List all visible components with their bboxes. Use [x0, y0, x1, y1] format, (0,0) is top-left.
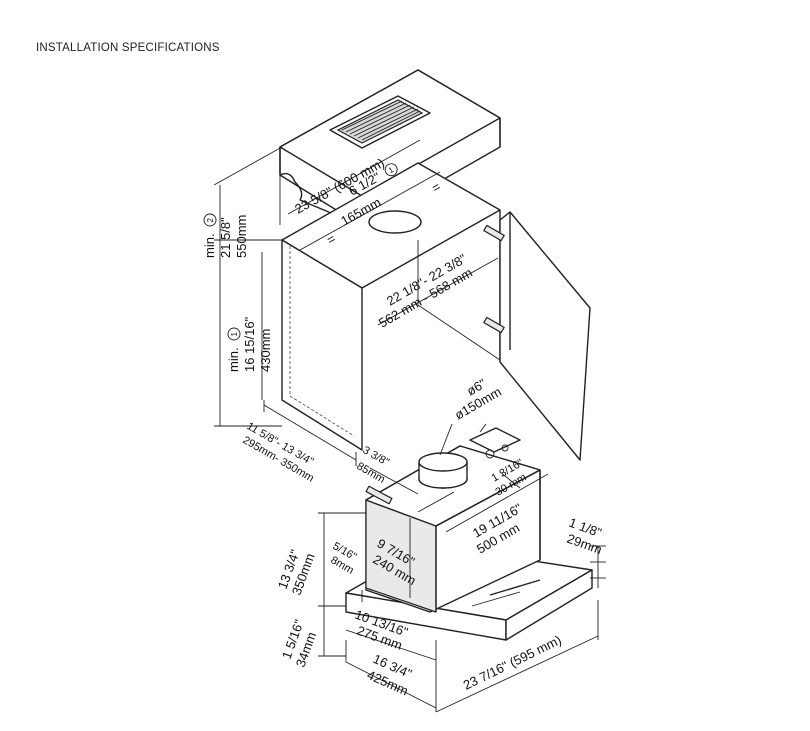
bottom-clearance-in: 16 15/16"	[242, 316, 257, 372]
duct-collar	[418, 452, 468, 489]
cabinet-door	[483, 211, 591, 461]
bottom-clearance-mm: 430mm	[258, 329, 273, 372]
ceiling-slab	[279, 69, 501, 227]
control-box	[469, 423, 521, 459]
note-circle-3	[227, 327, 241, 341]
note-number-1: 1	[387, 165, 396, 175]
min-height-label: min.	[202, 233, 217, 258]
note-number-2: 2	[206, 218, 215, 223]
page-title: INSTALLATION SPECIFICATIONS	[36, 42, 220, 54]
mounting-bracket	[365, 485, 393, 505]
total-width-label: 23 7/16" (595 mm)	[461, 632, 564, 692]
min-height-in: 21 5/8"	[218, 217, 233, 258]
note-circle-1	[384, 163, 398, 177]
upper-cabinet	[281, 162, 591, 461]
duct-opening	[368, 210, 422, 234]
dimension-lines	[213, 139, 606, 713]
bottom-clearance-label: min.	[226, 347, 241, 372]
min-height-mm: 550mm	[234, 215, 249, 258]
ceiling-vent-grille	[329, 95, 431, 149]
hood-unit	[345, 423, 593, 641]
note-number-3: 1	[230, 332, 239, 337]
note-circle-2	[203, 213, 217, 227]
